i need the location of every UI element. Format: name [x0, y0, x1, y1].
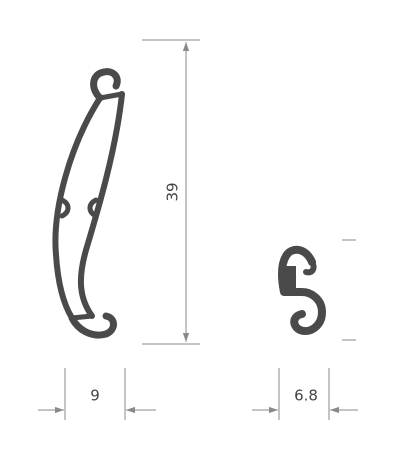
hook-fill	[282, 266, 296, 292]
hook-width-dimension-label: 6.8	[294, 387, 318, 405]
hook-profile	[278, 245, 326, 335]
slat-outer-wall	[52, 95, 103, 321]
slat-center-rib-left	[59, 197, 71, 219]
slat-bottom-bridge	[69, 313, 95, 321]
slat-top-hook	[90, 68, 121, 102]
slat-profile	[52, 68, 125, 339]
hook-body	[278, 245, 326, 335]
hook-width-dimension	[252, 368, 358, 420]
hook-top-curl	[303, 259, 317, 276]
slat-bottom-hook	[68, 312, 117, 339]
slat-inner-wall	[77, 91, 125, 319]
height-dimension	[142, 39, 200, 345]
width-dimension	[38, 368, 156, 420]
slat-center-rib-right	[87, 197, 99, 219]
slat-top-bridge	[97, 91, 125, 101]
hook-height-ticks	[342, 239, 356, 341]
height-dimension-label: 39	[164, 182, 182, 201]
width-dimension-label: 9	[90, 387, 100, 405]
